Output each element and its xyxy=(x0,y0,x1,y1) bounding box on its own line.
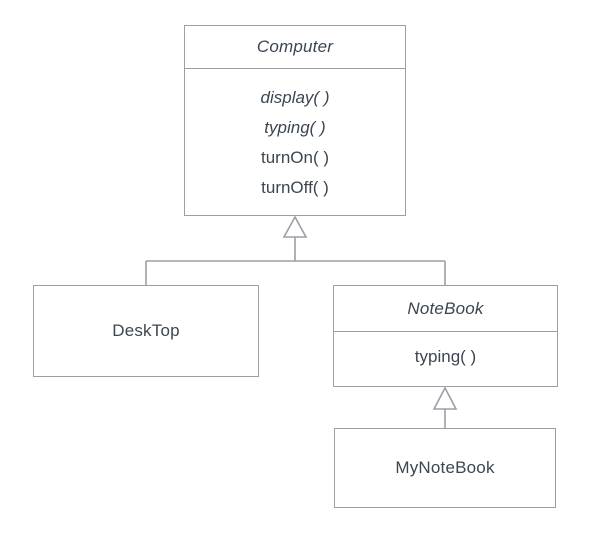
generalization-arrowhead-icon-computer xyxy=(282,215,308,238)
generalization-arrowhead-icon-notebook xyxy=(432,386,458,410)
class-name-mynotebook: MyNoteBook xyxy=(395,458,495,477)
uml-class-mynotebook[interactable]: MyNoteBook xyxy=(334,428,556,508)
class-members-computer: display( ) typing( ) turnOn( ) turnOff( … xyxy=(185,69,405,215)
class-name-desktop: DeskTop xyxy=(112,321,180,340)
method-typing: typing( ) xyxy=(264,118,326,137)
class-members-notebook: typing( ) xyxy=(334,332,557,386)
uml-class-desktop[interactable]: DeskTop xyxy=(33,285,259,377)
method-display: display( ) xyxy=(260,88,330,107)
method-typing-notebook: typing( ) xyxy=(414,347,477,366)
uml-class-notebook[interactable]: NoteBook typing( ) xyxy=(333,285,558,387)
class-name-computer: Computer xyxy=(185,26,405,69)
method-turn-on: turnOn( ) xyxy=(260,148,330,167)
uml-class-computer[interactable]: Computer display( ) typing( ) turnOn( ) … xyxy=(184,25,406,216)
method-turn-off: turnOff( ) xyxy=(261,178,329,197)
class-name-notebook: NoteBook xyxy=(334,286,557,332)
